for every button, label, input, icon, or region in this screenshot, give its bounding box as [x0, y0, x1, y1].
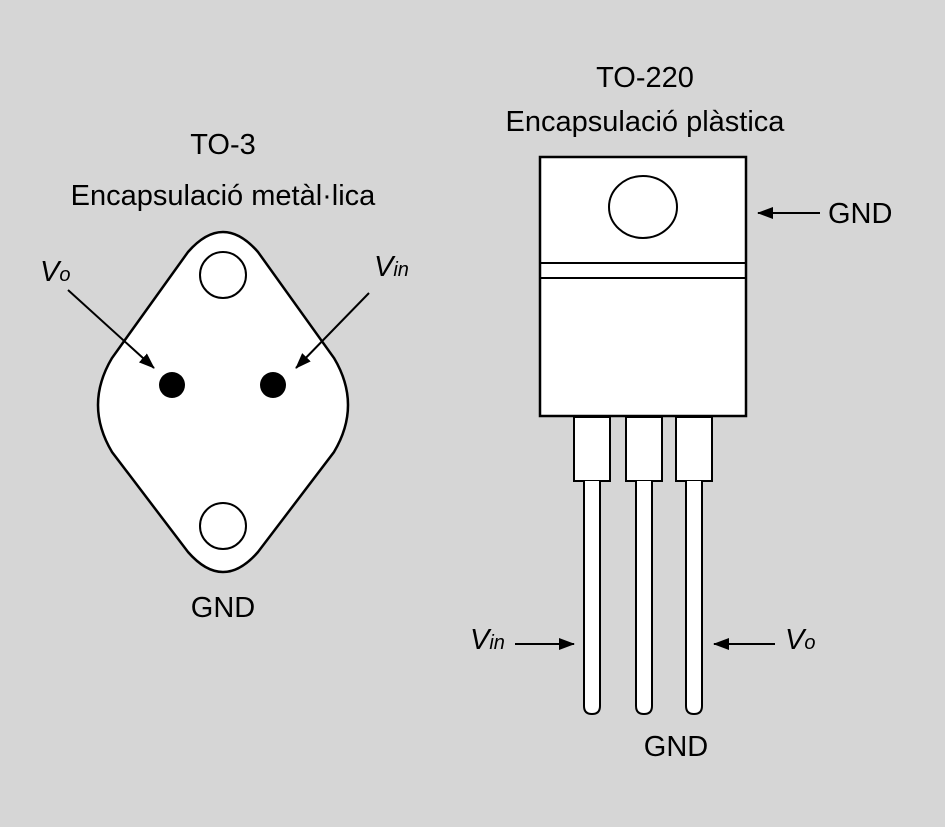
to220-pin-gnd [625, 416, 663, 716]
to3-subtitle: Encapsulació metàl·lica [70, 180, 376, 212]
to3-vin-arrow [295, 292, 370, 369]
vo-main: V [40, 256, 60, 288]
to220-gnd-tab-label: GND [828, 198, 893, 230]
vin-sub: in [393, 259, 409, 281]
vo-main: V [785, 624, 805, 656]
to220-subtitle: Encapsulació plàstica [505, 106, 785, 138]
to3-vo-arrow [67, 289, 155, 369]
to220-mount-hole [608, 175, 678, 239]
to3-gnd-label: GND [190, 592, 256, 624]
to3-mount-hole-bottom [199, 502, 247, 550]
to220-gnd-pin-label: GND [643, 731, 709, 763]
to220-title: TO-220 [596, 62, 694, 94]
vin-main: V [374, 251, 394, 283]
to3-vo-label: Vo [40, 258, 70, 287]
vin-sub: in [489, 632, 505, 654]
to3-pin-vo [159, 372, 185, 398]
to220-pin-vin [573, 416, 611, 716]
to3-vin-label: Vin [374, 253, 409, 282]
vin-main: V [470, 624, 490, 656]
to220-vo-label: Vo [785, 626, 815, 655]
to3-title: TO-3 [190, 129, 256, 161]
to3-package [96, 230, 350, 574]
vo-sub: o [804, 632, 816, 654]
vo-sub: o [59, 264, 71, 286]
to3-pin-vin [260, 372, 286, 398]
to220-vin-label: Vin [470, 626, 505, 655]
to3-mount-hole-top [199, 251, 247, 299]
to220-pin-vo [675, 416, 713, 716]
